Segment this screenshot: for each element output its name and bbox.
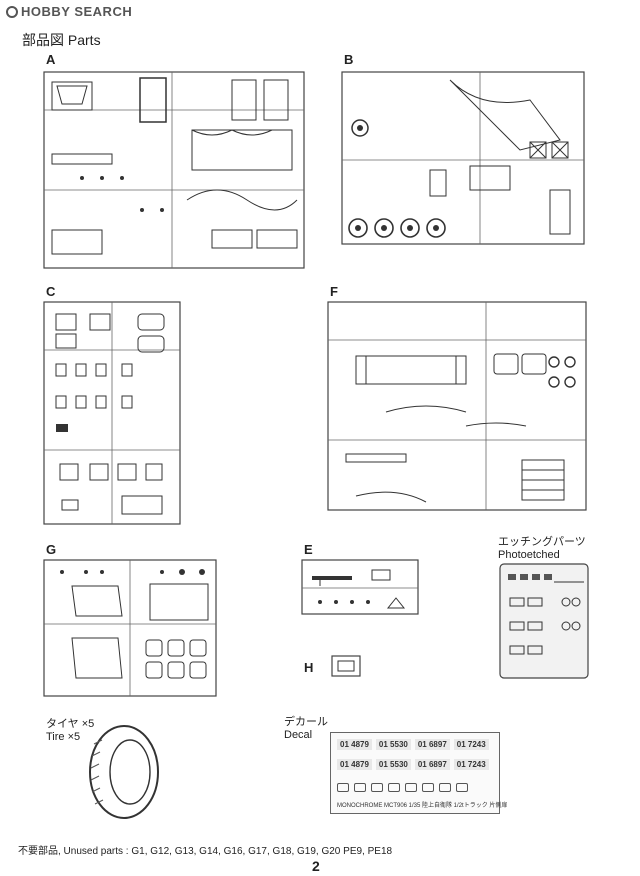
marking-decal-icon [422, 782, 434, 792]
tire-icon [89, 725, 159, 819]
sprue-f-diagram [326, 300, 588, 512]
marking-decal-icon [354, 782, 366, 792]
decal-sheet-caption: MONOCHROME MCT906 1/35 陸上自衛隊 1/2tトラック 片側… [337, 803, 508, 809]
sprue-label-h: H [304, 660, 314, 675]
photoetched-drawing [499, 563, 589, 679]
sprue-h-diagram [326, 652, 366, 680]
sprue-label-a: A [46, 52, 56, 67]
license-plate-decal: 01 7243 [453, 759, 489, 770]
sprue-label-e: E [304, 542, 313, 557]
hobby-search-watermark: HOBBY SEARCH [6, 4, 132, 19]
marking-decal-icon [405, 782, 417, 792]
sprue-h-drawing [331, 655, 361, 677]
sprue-c-diagram [42, 300, 182, 526]
marking-decal-icon [371, 782, 383, 792]
sprue-label-f: F [330, 284, 338, 299]
tire-label-en: Tire ×5 [46, 731, 81, 743]
sprue-e-diagram [300, 558, 420, 616]
sprue-g-diagram [42, 558, 218, 698]
license-plate-decal: 01 6897 [414, 739, 450, 750]
decal-plate-row-2: 01 4879 01 5530 01 6897 01 7243 [337, 759, 493, 770]
marking-decal-icon [388, 782, 400, 792]
marking-decal-icon [337, 782, 349, 792]
marking-decal-icon [439, 782, 451, 792]
tire-drawing [84, 722, 164, 822]
tire-label-jp: タイヤ ×5 [46, 718, 95, 730]
sprue-label-c: C [46, 284, 56, 299]
unused-parts-note: 不要部品, Unused parts : G1, G12, G13, G14, … [18, 846, 393, 857]
license-plate-decal: 01 7243 [453, 739, 489, 750]
sprue-label-b: B [344, 52, 354, 67]
decal-label-en: Decal [284, 729, 313, 741]
marking-decal-icon [456, 782, 468, 792]
sprue-label-g: G [46, 542, 57, 557]
logo-mark-icon [6, 5, 18, 18]
photoetched-label-en: Photoetched [498, 549, 560, 561]
sprue-c-drawing [43, 301, 181, 525]
sprue-a-diagram [42, 70, 306, 270]
photoetched-fret [498, 562, 590, 680]
license-plate-decal: 01 4879 [337, 759, 372, 770]
decal-sheet: 01 4879 01 5530 01 6897 01 7243 01 4879 … [330, 732, 507, 814]
sprue-g-drawing [43, 559, 217, 697]
license-plate-decal: 01 5530 [375, 759, 411, 770]
decal-plate-row-1: 01 4879 01 5530 01 6897 01 7243 [337, 739, 493, 750]
page-number: 2 [312, 858, 320, 874]
sprue-b-diagram [340, 70, 586, 246]
sprue-b-drawing [341, 71, 585, 245]
license-plate-decal: 01 4879 [337, 739, 372, 750]
sprue-a-drawing [43, 71, 305, 269]
license-plate-decal: 01 6897 [414, 759, 450, 770]
page-heading: 部品図 Parts [22, 32, 101, 48]
decal-label-jp: デカール [284, 716, 328, 728]
license-plate-decal: 01 5530 [375, 739, 411, 750]
watermark-text: HOBBY SEARCH [21, 4, 133, 19]
sprue-f-drawing [327, 301, 587, 511]
sprue-e-drawing [301, 559, 419, 615]
small-marking-decals [337, 781, 493, 793]
photoetched-label-jp: エッチングパーツ [498, 536, 586, 548]
